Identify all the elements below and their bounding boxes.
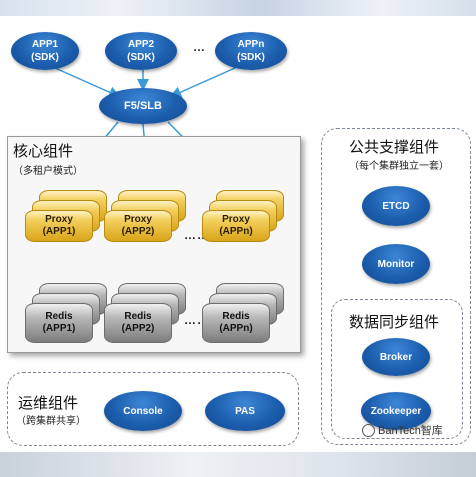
redis-stack-app2: Redis (APP2) — [104, 283, 186, 343]
proxy2-sub: (APP2) — [121, 226, 155, 237]
redisn-name: Redis — [222, 311, 250, 322]
proxy-stack-app2: Proxy (APP2) — [104, 190, 186, 250]
etcd-node: ETCD — [362, 186, 430, 226]
proxy-disk-front: Proxy (APP1) — [25, 210, 93, 242]
proxy1-sub: (APP1) — [42, 226, 76, 237]
support-subtitle: （每个集群独立一套） — [349, 161, 449, 172]
appn-node: APPn (SDK) — [215, 32, 287, 70]
appn-sub: (SDK) — [237, 52, 265, 63]
console-node: Console — [104, 391, 182, 431]
redis1-name: Redis — [45, 311, 73, 322]
wechat-icon — [362, 423, 375, 437]
proxy-stack-appn: Proxy (APPn) — [202, 190, 284, 250]
zookeeper-node: Zookeeper — [361, 392, 431, 430]
etcd-label: ETCD — [382, 200, 410, 212]
app1-sub: (SDK) — [31, 52, 59, 63]
redis-stack-appn: Redis (APPn) — [202, 283, 284, 343]
proxy-stack-app1: Proxy (APP1) — [25, 190, 107, 250]
redis-disk-front: Redis (APP1) — [25, 303, 93, 343]
watermark-text: BanTech智库 — [378, 425, 443, 437]
proxy-disk-front: Proxy (APP2) — [104, 210, 172, 242]
redis2-sub: (APP2) — [121, 323, 155, 334]
app1-node: APP1 (SDK) — [11, 32, 79, 70]
broker-label: Broker — [379, 351, 413, 363]
app2-sub: (SDK) — [127, 52, 155, 63]
lb-label: F5/SLB — [124, 99, 162, 112]
redis-disk-front: Redis (APP2) — [104, 303, 172, 343]
arrow-app1-lb — [54, 67, 121, 98]
monitor-node: Monitor — [362, 244, 430, 284]
zookeeper-label: Zookeeper — [370, 405, 422, 417]
proxy-disk-front: Proxy (APPn) — [202, 210, 270, 242]
pas-label: PAS — [235, 405, 255, 417]
ops-subtitle: （跨集群共享） — [16, 416, 86, 427]
pas-node: PAS — [205, 391, 285, 431]
app-to-lb-arrows — [54, 67, 236, 98]
proxyn-sub: (APPn) — [219, 226, 253, 237]
monitor-label: Monitor — [377, 258, 415, 270]
redis-disk-front: Redis (APPn) — [202, 303, 270, 343]
console-label: Console — [123, 405, 163, 417]
top-banner — [0, 0, 476, 16]
bottom-banner — [0, 452, 476, 477]
apps-ellipsis: … — [193, 40, 206, 54]
lb-node: F5/SLB — [99, 88, 187, 124]
support-title: 公共支撑组件 — [349, 139, 440, 156]
app1-name: APP1 — [31, 39, 59, 50]
core-subtitle: （多租户模式） — [13, 166, 83, 177]
proxy2-name: Proxy — [124, 214, 152, 225]
proxyn-name: Proxy — [222, 214, 250, 225]
redis-stack-app1: Redis (APP1) — [25, 283, 107, 343]
app2-node: APP2 (SDK) — [105, 32, 177, 70]
redisn-sub: (APPn) — [219, 323, 253, 334]
app2-name: APP2 — [127, 39, 155, 50]
appn-name: APPn — [237, 39, 265, 50]
watermark: BanTech智库 — [362, 422, 443, 438]
sync-title: 数据同步组件 — [349, 314, 440, 331]
redis1-sub: (APP1) — [42, 323, 76, 334]
arrow-appn-lb — [169, 67, 236, 98]
proxy1-name: Proxy — [45, 214, 73, 225]
core-title: 核心组件 — [13, 143, 74, 160]
redis2-name: Redis — [124, 311, 152, 322]
ops-title: 运维组件 — [18, 395, 79, 412]
broker-node: Broker — [362, 338, 430, 376]
